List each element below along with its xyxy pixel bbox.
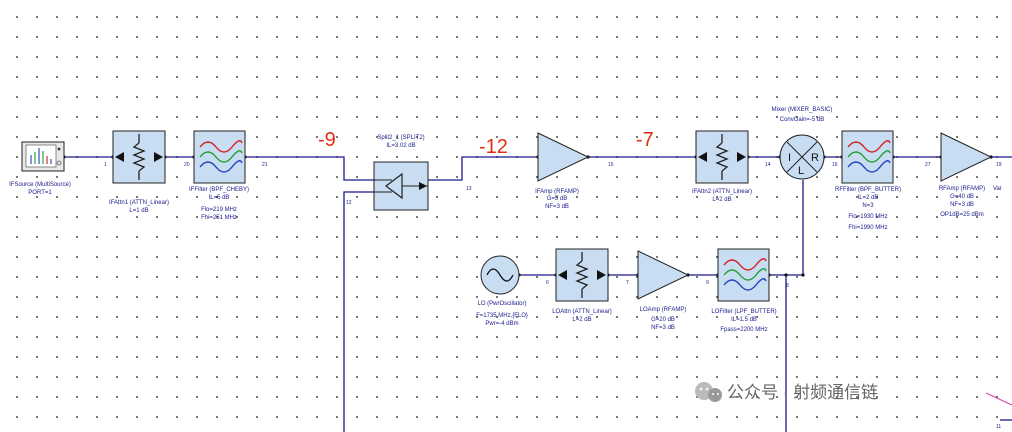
rfamp-param: NF=3 dB: [950, 202, 974, 208]
mixer-param: ConvGain=-5 dB: [780, 117, 825, 123]
rffilter-param: N=3: [862, 203, 874, 209]
ifattn2-param: L=2 dB: [712, 197, 731, 203]
node-label: 6: [546, 280, 549, 286]
lo-param: Pwr=-4 dBm: [485, 321, 518, 327]
lofilter-block[interactable]: [717, 248, 770, 302]
block-labels: IFSource (MultiSource) PORT=1 IFAttn1 (A…: [9, 107, 1002, 333]
node-label: 12: [346, 200, 352, 206]
iffilter-param: Fhi=251 MHz: [201, 215, 237, 221]
pink-wire[interactable]: [985, 392, 1012, 406]
ifattn1-param: L=1 dB: [129, 208, 148, 214]
loamp-title: LOAmp (RFAMP): [640, 307, 687, 313]
mixer-title: Mixer (MIXER_BASIC): [772, 107, 833, 113]
lo-oscillator-block[interactable]: [480, 255, 520, 295]
rffilter-param: Flo=1930 MHz: [848, 214, 887, 220]
lo-title: LO (PwrOscillator): [477, 301, 526, 307]
wechat-icon: [695, 382, 722, 402]
rffilter-title: RFFilter (BPF_BUTTER): [835, 187, 901, 193]
loattn-param: L=2 dB: [572, 317, 591, 323]
lofilter-title: LOFilter (LPF_BUTTER): [711, 309, 776, 315]
iffilter-block[interactable]: [193, 130, 246, 184]
power-annotation: -12: [479, 136, 508, 158]
lofilter-param: IL=1.5 dB: [731, 317, 757, 323]
wire-lofilter-mixer[interactable]: [769, 180, 804, 276]
loamp-block[interactable]: [637, 250, 690, 300]
node-label: 9: [706, 280, 709, 286]
power-annotation: -9: [318, 129, 336, 151]
ifamp-title: IFAmp (RFAMP): [535, 189, 579, 195]
ifsource-block[interactable]: [21, 141, 65, 172]
split2-param: IL=3.02 dB: [386, 143, 415, 149]
ifamp-param: NF=3 dB: [545, 204, 569, 210]
loamp-param: G=20 dB: [651, 317, 675, 323]
ifsource-title: IFSource (MultiSource): [9, 182, 71, 188]
rfamp-block[interactable]: [940, 132, 993, 182]
wire-split-ifamp[interactable]: [428, 156, 538, 181]
node-label: 16: [832, 162, 838, 168]
node-label: 27: [925, 162, 931, 168]
ifattn2-title: IFAttn2 (ATTN_Linear): [692, 189, 752, 195]
power-annotation: -7: [636, 129, 654, 151]
rfamp-param: OP1dB=25 dBm: [940, 212, 984, 218]
node-label: 15: [608, 162, 614, 168]
rffilter-block[interactable]: [841, 130, 894, 184]
wire-iffilter-split[interactable]: [245, 156, 374, 181]
ifattn1-title: IFAttn1 (ATTN_Linear): [109, 200, 169, 206]
iffilter-param: Flo=219 MHz: [201, 207, 237, 213]
loattn-block[interactable]: [555, 248, 609, 302]
rffilter-param: IL=2 dB: [858, 195, 879, 201]
node-label: 8: [786, 283, 789, 289]
node-label: 7: [626, 280, 629, 286]
ifsource-param: PORT=1: [28, 190, 52, 196]
lofilter-param: Fpass=2200 MHz: [720, 327, 767, 333]
node-label: 11: [996, 424, 1001, 430]
iffilter-title: IFFilter (BPF_CHEBY): [189, 187, 249, 193]
ifattn2-block[interactable]: [695, 130, 749, 184]
mixer-port-r: R: [811, 152, 819, 164]
rfamp-title: RFAmp (RFAMP): [939, 186, 985, 192]
loamp-param: NF=3 dB: [651, 325, 675, 331]
node-labels: 1 20 21 12 13 15 14 16 27 19 8 6 7 9 11: [104, 162, 1002, 430]
mixer-port-l: L: [798, 165, 804, 177]
ifamp-param: G=5 dB: [547, 196, 568, 202]
lo-param: F=1735 MHz,{FLO}: [476, 313, 528, 319]
rfamp-param: G=40 dB: [950, 194, 974, 200]
spectrum-icon: [30, 148, 52, 164]
var-title: Var: [993, 186, 1002, 192]
wire-split-down[interactable]: [343, 191, 374, 432]
watermark: 公众号 · 射频通信链: [695, 382, 878, 402]
node-label: 13: [466, 186, 472, 192]
loattn-title: LOAttn (ATTN_Linear): [552, 309, 612, 315]
split2-title: Split2_1 (SPLIT2): [377, 135, 424, 141]
node-label: 19: [996, 162, 1002, 168]
watermark-text: 公众号 · 射频通信链: [727, 383, 878, 402]
rffilter-param: Fhi=1990 MHz: [848, 225, 887, 231]
iffilter-param: IL=5 dB: [209, 195, 230, 201]
node-label: 20: [184, 162, 190, 168]
ifattn1-block[interactable]: [112, 130, 166, 184]
node-label: 21: [262, 162, 268, 168]
split2-block[interactable]: [373, 161, 429, 211]
mixer-block[interactable]: I R L: [779, 134, 825, 180]
mixer-port-i: I: [788, 152, 791, 164]
node-label: 14: [765, 162, 771, 168]
node-label: 1: [104, 162, 107, 168]
ifamp-block[interactable]: [537, 132, 590, 182]
